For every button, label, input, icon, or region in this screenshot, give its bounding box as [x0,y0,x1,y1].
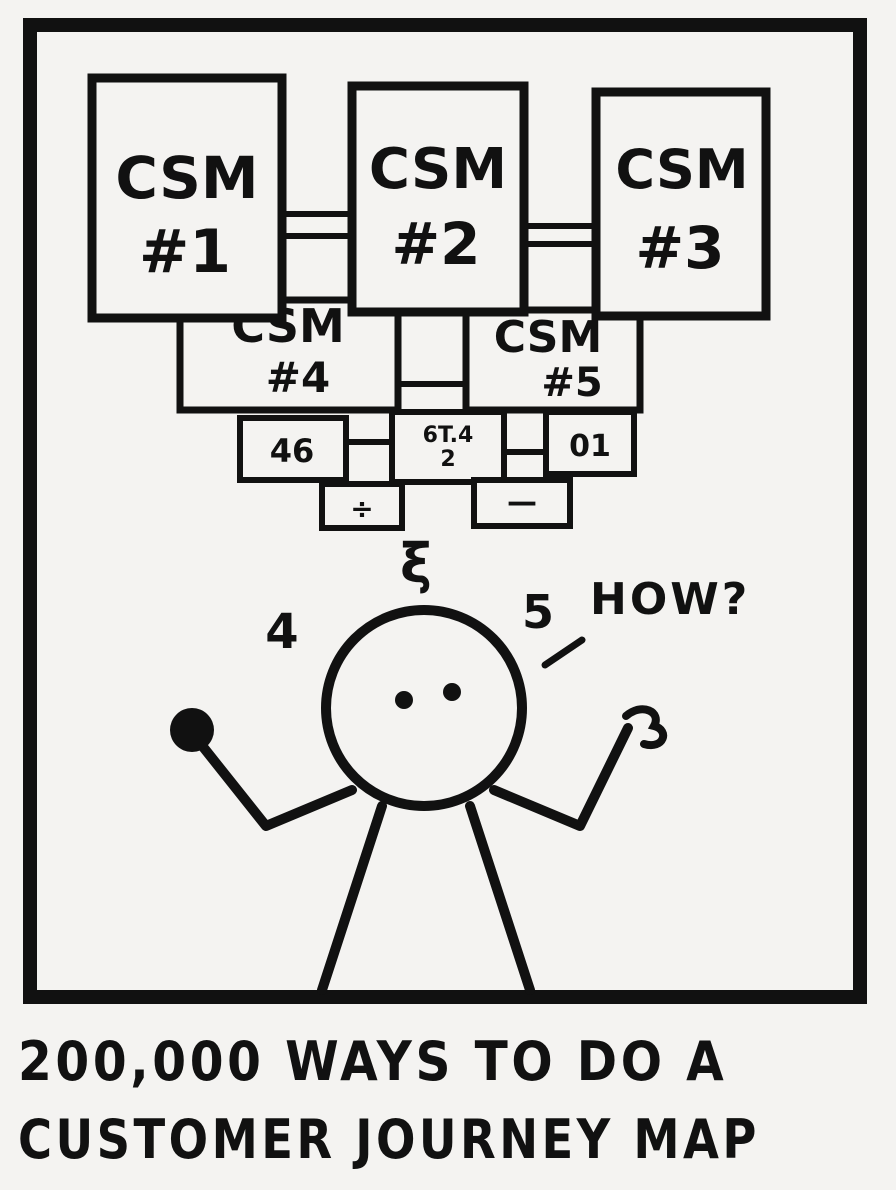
scribble-top: ξ [400,532,432,595]
scribble-right: 5 [522,585,554,639]
svg-text:CSM: CSM [615,138,748,201]
svg-text:÷: ÷ [350,492,373,525]
svg-text:—: — [507,485,537,520]
svg-text:#5: #5 [541,360,602,406]
figure-right-leg [465,801,535,995]
figure-right-hand [622,705,668,750]
card-csm-3: CSM #3 [591,87,771,321]
svg-text:#1: #1 [139,217,231,287]
card-small-01: 01 [543,409,637,477]
scribble-left: 4 [265,604,298,660]
figure-left-eye [395,691,413,709]
figure-left-fist [170,708,214,752]
confusion-mark [541,636,586,669]
svg-text:CSM: CSM [494,312,603,363]
card-small-divide: ÷ [319,481,405,531]
caption-line-1: 200,000 WAYS TO DO A [18,1030,728,1093]
svg-text:46: 46 [270,432,315,470]
svg-text:CSM: CSM [369,137,507,202]
panel-frame [23,18,867,1004]
card-connectors [282,211,596,455]
card-small-6t4: 6T.4 2 [389,409,507,485]
figure-head [321,605,527,811]
card-small-46: 46 [237,415,349,483]
card-small-dash: — [471,477,573,529]
figure-right-arm [489,723,633,831]
svg-text:CSM: CSM [115,144,258,212]
svg-text:01: 01 [569,429,611,464]
card-csm-1: CSM #1 [87,73,287,323]
svg-text:#4: #4 [266,353,330,402]
svg-text:6T.4: 6T.4 [423,423,474,448]
figure-left-arm [191,733,357,831]
stick-figure [191,605,633,995]
speech-how: HOW? [590,574,750,625]
svg-text:#2: #2 [392,210,481,278]
svg-text:2: 2 [440,447,455,472]
figure-left-leg [317,801,387,995]
card-csm-2: CSM #2 [347,81,529,317]
svg-text:#3: #3 [636,214,725,282]
caption-line-2: CUSTOMER JOURNEY MAP [18,1108,760,1171]
card-csm-5: CSM #5 [462,306,644,414]
figure-right-eye [443,683,461,701]
